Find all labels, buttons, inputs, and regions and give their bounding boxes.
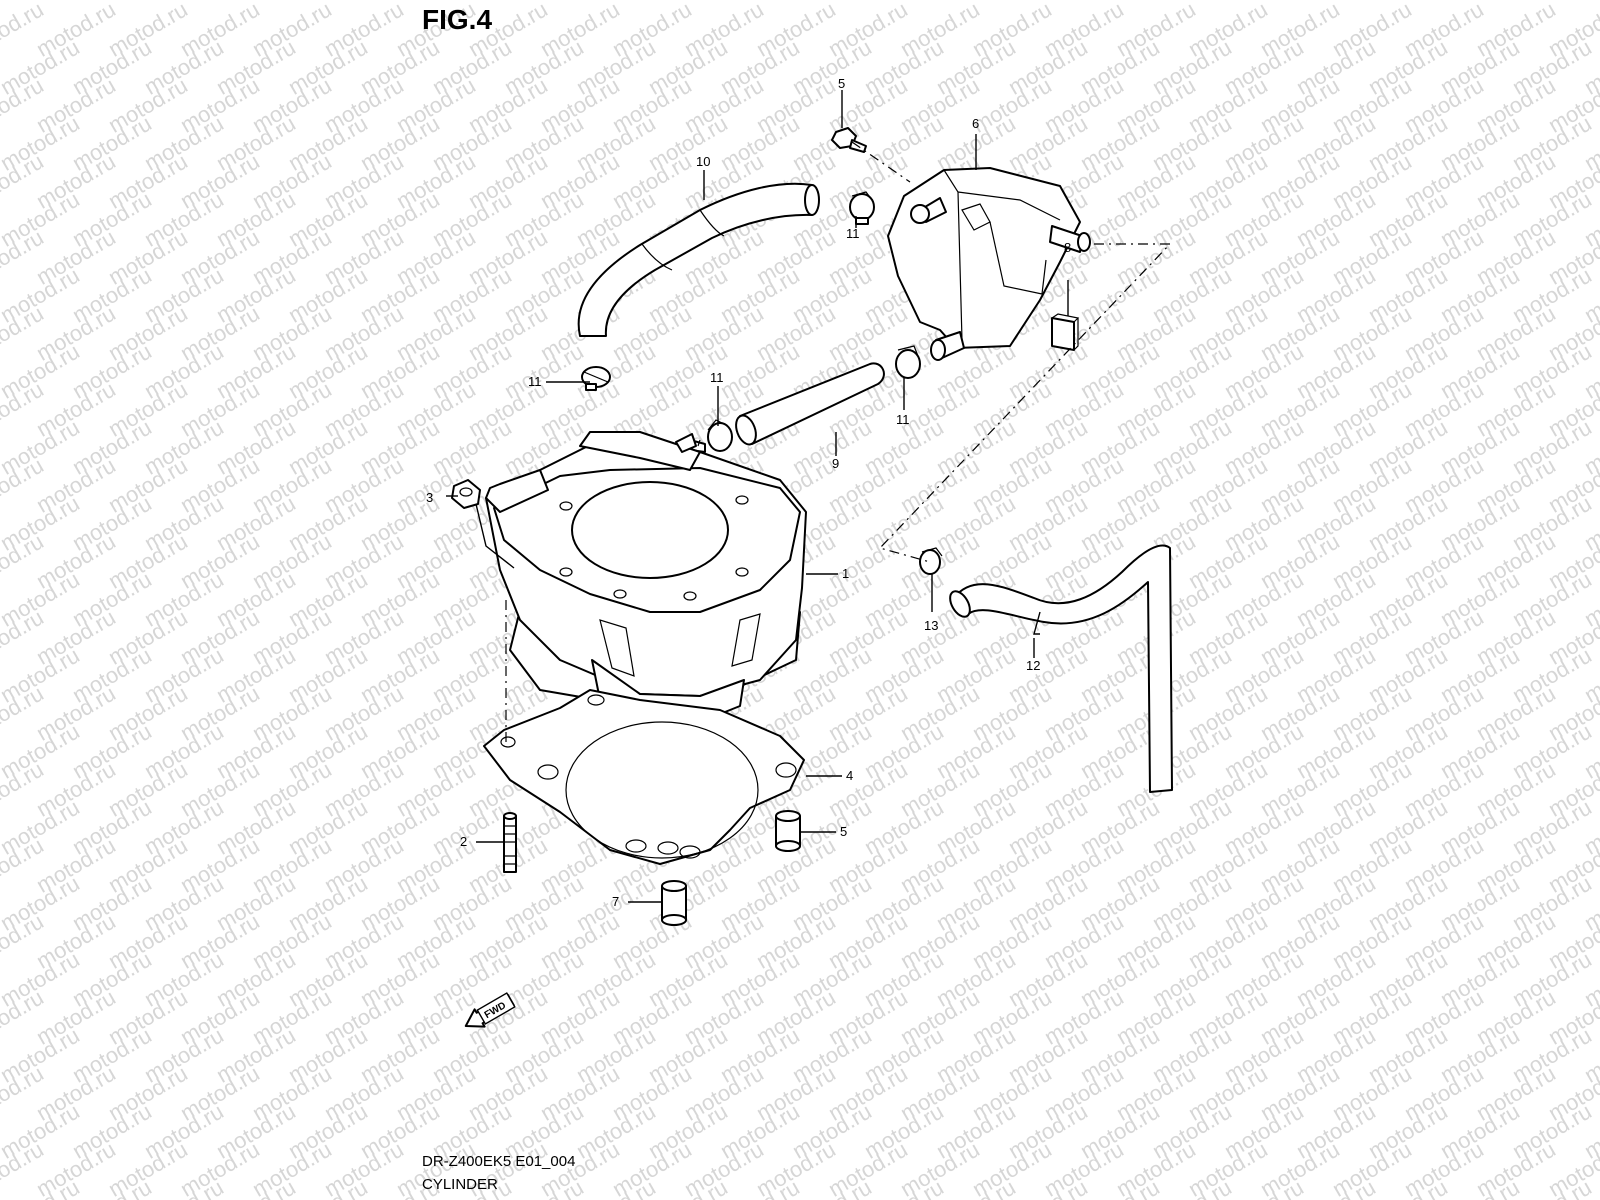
callout-11-left: 11 [528, 374, 542, 389]
clamp-11-right [895, 345, 921, 379]
callout-7: 5 [838, 76, 845, 91]
leader-lines [446, 90, 1069, 903]
figure-code: DR-Z400EK5 E01_004 [422, 1153, 576, 1170]
callout-labels: 5 6 10 11 8 11 11 11 9 3 1 4 2 5 7 13 12 [426, 76, 1071, 909]
fwd-arrow: FWD [464, 992, 516, 1028]
callout-8: 8 [1064, 240, 1071, 255]
cylinder-1 [485, 431, 807, 723]
callout-13: 13 [924, 618, 938, 633]
hose-12 [949, 544, 1173, 793]
gasket-4 [483, 689, 805, 865]
figure-title: FIG.4 [422, 4, 493, 35]
callout-5-bottom: 7 [612, 894, 619, 909]
callout-11-middle: 11 [710, 370, 724, 385]
nut-3 [451, 479, 481, 509]
hose-9 [735, 362, 885, 446]
clamp-11-upper [849, 191, 875, 225]
hose-10 [577, 182, 820, 337]
callout-2: 2 [460, 834, 467, 849]
callout-10: 10 [696, 154, 710, 169]
clamp-13 [919, 547, 943, 575]
callout-5-right: 5 [840, 824, 847, 839]
assembly-lines [505, 141, 1172, 746]
callout-4: 4 [846, 768, 853, 783]
callout-11-upper: 11 [846, 226, 860, 241]
callout-6: 6 [972, 116, 979, 131]
stud-2 [503, 812, 517, 873]
callout-11-right: 11 [896, 412, 910, 427]
reed-valve-6 [887, 167, 1091, 361]
callout-9: 9 [832, 456, 839, 471]
clamp-11-left [581, 366, 611, 391]
figure-name: CYLINDER [422, 1176, 498, 1193]
callout-3: 3 [426, 490, 433, 505]
callout-1: 1 [842, 566, 849, 581]
dowel-5-bottom [661, 880, 687, 926]
callout-12: 12 [1026, 658, 1040, 673]
clamp-11-middle [689, 419, 733, 453]
bolt-7 [831, 127, 867, 153]
dowel-5-right [775, 810, 801, 852]
